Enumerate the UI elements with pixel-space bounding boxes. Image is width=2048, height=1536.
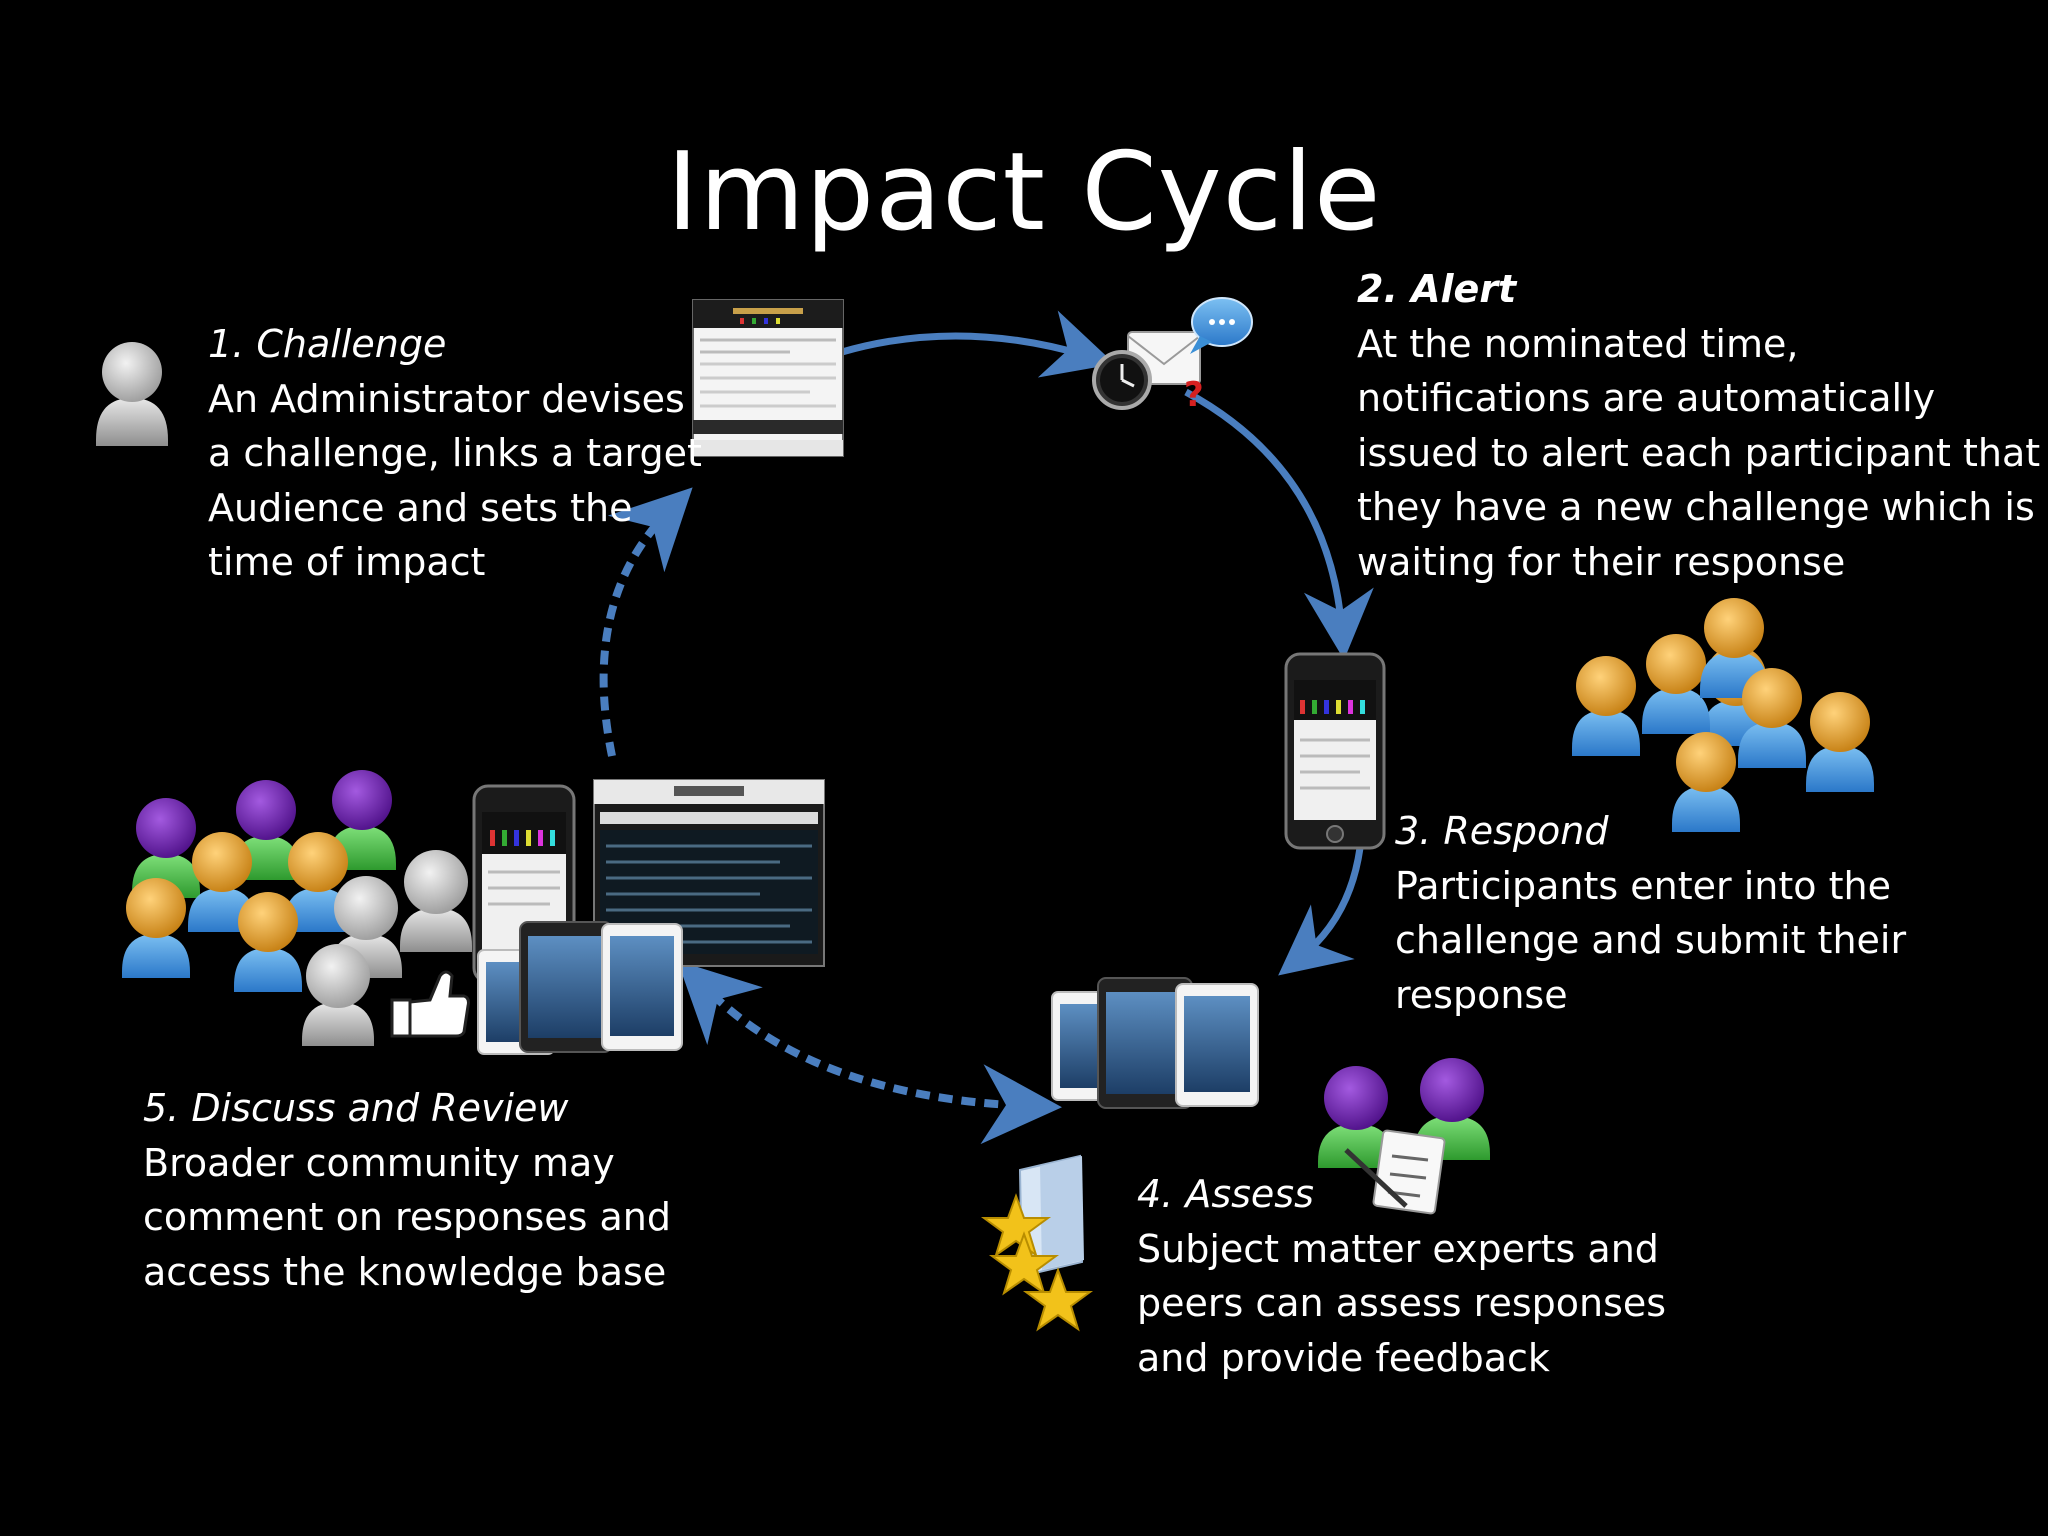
arrow-alert-to-respond	[1184, 388, 1374, 660]
step-heading: 1. Challenge	[208, 322, 447, 366]
step-line: challenge and submit their	[1395, 918, 1907, 962]
step-assess: 4. Assess Subject matter experts and pee…	[1137, 1167, 1666, 1385]
step-line: Audience and sets the	[208, 485, 633, 530]
step-challenge: 1. Challenge An Administrator devises a …	[208, 317, 702, 590]
chat-bubble-icon	[1190, 297, 1253, 354]
step-line: response	[1395, 972, 1568, 1017]
step-line: At the nominated time,	[1357, 321, 1799, 366]
step-respond: 3. Respond Participants enter into the c…	[1395, 804, 1906, 1022]
tablets-icon	[1051, 977, 1259, 1109]
step-heading: 3. Respond	[1395, 809, 1609, 853]
step-line: issued to alert each participant that	[1357, 430, 2041, 475]
devices-collage-icon	[472, 779, 825, 1055]
step-line: Subject matter experts and	[1137, 1226, 1659, 1271]
arrow-respond-to-assess	[1278, 847, 1364, 976]
step-line: they have a new challenge which is	[1357, 485, 2035, 529]
step-line: comment on responses and	[143, 1195, 671, 1239]
question-mark-icon: ?	[1184, 375, 1204, 415]
smartphone-icon	[1284, 652, 1386, 850]
step-line: peers can assess responses	[1137, 1281, 1667, 1325]
arrow-discuss-assess-bidirectional	[677, 960, 1062, 1145]
step-line: a challenge, links a target	[208, 431, 702, 475]
participants-group-icon	[1572, 598, 1874, 832]
step-heading: 2. Alert	[1357, 267, 1517, 311]
arrow-discuss-to-challenge	[599, 487, 693, 757]
alert-envelope-clock-icon	[1092, 331, 1201, 410]
step-line: notifications are automatically	[1357, 376, 1936, 420]
slide-title: Impact Cycle	[666, 130, 1382, 255]
web-form-screenshot-icon	[692, 299, 844, 457]
step-line: time of impact	[208, 540, 486, 584]
step-line: Broader community may	[143, 1140, 615, 1185]
checklist-icon	[1344, 1129, 1446, 1215]
thumbs-up-icon	[390, 970, 470, 1038]
community-group-icon	[122, 770, 472, 1046]
assessors-group-icon	[1318, 1058, 1490, 1168]
step-line: Participants enter into the	[1395, 863, 1891, 908]
step-discuss-review: 5. Discuss and Review Broader community …	[143, 1081, 671, 1299]
folder-stars-icon	[980, 1154, 1094, 1332]
arrow-challenge-to-alert	[841, 310, 1115, 378]
administrator-person-icon	[96, 342, 168, 446]
step-line: and provide feedback	[1137, 1335, 1550, 1380]
step-heading: 5. Discuss and Review	[143, 1086, 569, 1130]
step-heading: 4. Assess	[1137, 1172, 1314, 1216]
step-alert: 2. Alert At the nominated time, notifica…	[1357, 262, 2040, 589]
svg-text:?: ?	[1184, 375, 1204, 415]
step-line: waiting for their response	[1357, 539, 1846, 584]
step-line: An Administrator devises	[208, 376, 685, 421]
step-line: access the knowledge base	[143, 1249, 667, 1294]
